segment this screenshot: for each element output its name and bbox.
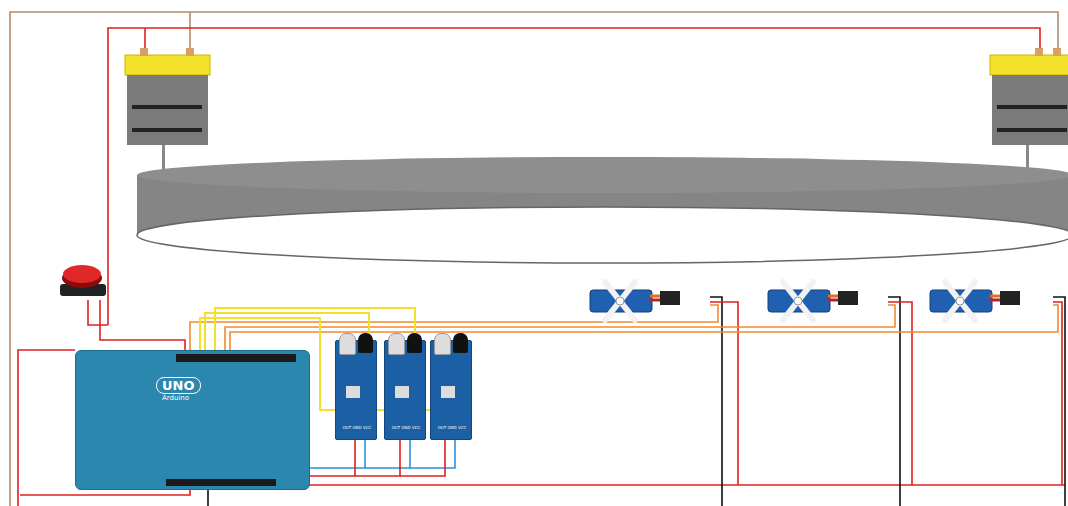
pin-labels: OUT GND VCC bbox=[392, 425, 421, 430]
board-brand: Arduino bbox=[162, 394, 189, 402]
ir-sensor: OUT GND VCC bbox=[335, 340, 377, 440]
pin-labels: OUT GND VCC bbox=[438, 425, 467, 430]
board-model: UNO bbox=[156, 377, 201, 394]
ir-sensor: OUT GND VCC bbox=[430, 340, 472, 440]
arduino-board: UNOArduino bbox=[75, 350, 310, 490]
ir-sensor: OUT GND VCC bbox=[384, 340, 426, 440]
pin-labels: OUT GND VCC bbox=[343, 425, 372, 430]
